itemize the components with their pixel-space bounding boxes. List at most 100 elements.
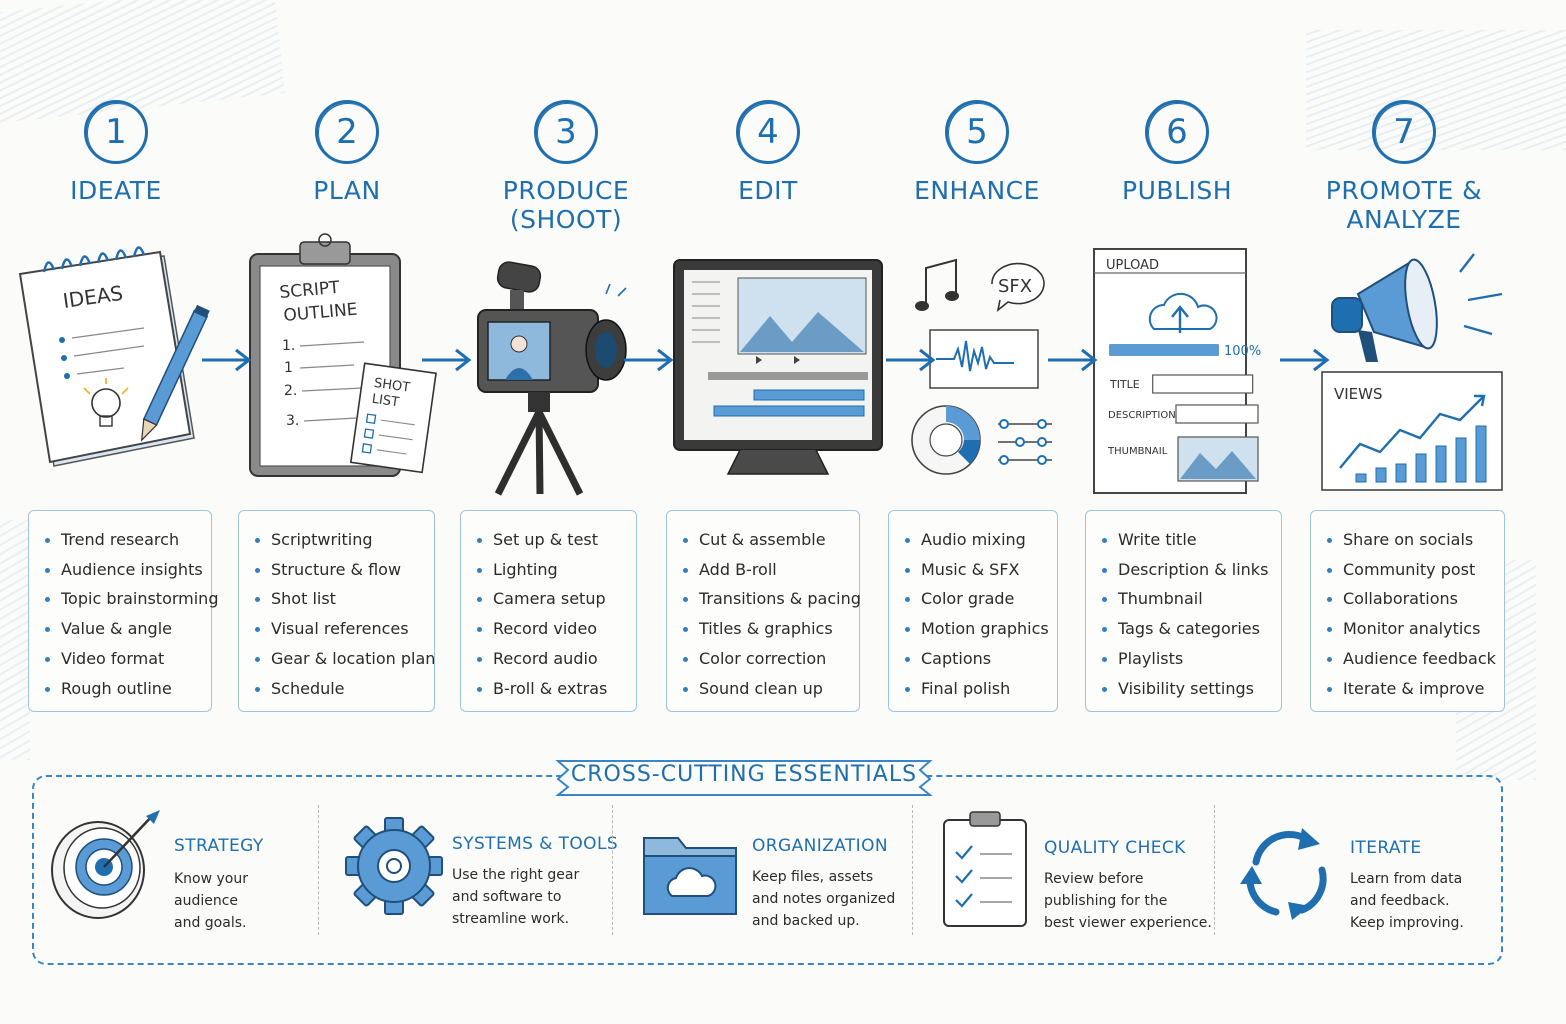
list-item: Captions xyxy=(903,644,1047,674)
essential-description: Use the right gear and software to strea… xyxy=(452,867,580,927)
essential-systems-tools: SYSTEMS & TOOLS Use the right gear and s… xyxy=(340,810,618,945)
list-item: Audience feedback xyxy=(1325,644,1496,674)
list-label: LIST xyxy=(371,392,400,411)
list-item: Structure & flow xyxy=(253,555,424,585)
essential-heading: SYSTEMS & TOOLS xyxy=(452,834,619,854)
list-item: B-roll & extras xyxy=(475,674,626,704)
step-5-header: 5 ENHANCE xyxy=(877,100,1077,205)
step-title: PROMOTE & ANALYZE xyxy=(1325,176,1483,234)
list-item: Audio mixing xyxy=(903,525,1047,555)
step-1-task-card: Trend research Audience insights Topic b… xyxy=(28,510,218,712)
step-title: PUBLISH xyxy=(1122,176,1232,205)
essential-description: Review before publishing for the best vi… xyxy=(1044,871,1212,931)
checklist-icon xyxy=(943,811,1027,927)
flow-arrow-icon xyxy=(886,348,936,372)
list-item: Cut & assemble xyxy=(681,525,849,555)
upload-progress-fill xyxy=(1110,345,1218,355)
essentials-divider xyxy=(318,805,319,935)
flow-arrow-icon xyxy=(422,348,472,372)
flow-arrow-icon xyxy=(202,348,252,372)
list-item: Record video xyxy=(475,614,626,644)
step-number-badge: 7 xyxy=(1372,100,1436,164)
list-item: Color grade xyxy=(903,584,1047,614)
flow-arrow-icon xyxy=(624,348,674,372)
step-number-badge: 6 xyxy=(1145,100,1209,164)
list-item: Playlists xyxy=(1100,644,1271,674)
essential-iterate: ITERATE Learn from data and feedback. Ke… xyxy=(1236,810,1486,945)
list-item: Share on socials xyxy=(1325,525,1494,555)
step-number-badge: 2 xyxy=(315,100,379,164)
list-item: Tags & categories xyxy=(1100,614,1271,644)
list-item: Motion graphics xyxy=(903,614,1049,644)
essential-heading: QUALITY CHECK xyxy=(1044,838,1186,858)
step-2-header: 2 PLAN xyxy=(247,100,447,205)
list-item: Community post xyxy=(1325,555,1494,585)
list-item: Add B-roll xyxy=(681,555,849,585)
outline-number: 1 xyxy=(284,360,293,376)
step-title: EDIT xyxy=(738,176,798,205)
step-4-header: 4 EDIT xyxy=(668,100,868,205)
essential-description: Learn from data and feedback. Keep impro… xyxy=(1350,871,1464,931)
essential-strategy: STRATEGY Know your audience and goals. xyxy=(46,810,316,945)
list-item: Audience insights xyxy=(43,555,203,585)
step-2-task-card: Scriptwriting Structure & flow Shot list… xyxy=(238,510,435,712)
list-item: Shot list xyxy=(253,584,424,614)
gear-icon xyxy=(345,817,443,915)
step-6-task-card: Write title Description & links Thumbnai… xyxy=(1085,510,1282,712)
step-1-header: 1 IDEATE xyxy=(16,100,216,205)
outline-number: 2. xyxy=(284,383,297,399)
outline-number: 1. xyxy=(282,338,295,354)
description-field-label: DESCRIPTION xyxy=(1108,410,1176,421)
essentials-divider xyxy=(912,805,913,935)
list-item: Visual references xyxy=(253,614,424,644)
title-field-label: TITLE xyxy=(1109,378,1140,391)
step-number-badge: 5 xyxy=(945,100,1009,164)
essentials-divider xyxy=(1214,805,1215,935)
list-item: Iterate & improve xyxy=(1325,674,1494,704)
list-item: Titles & graphics xyxy=(681,614,849,644)
target-icon xyxy=(51,810,160,919)
step-title: PRODUCE (SHOOT) xyxy=(502,176,630,234)
step-number-badge: 4 xyxy=(736,100,800,164)
upload-label: UPLOAD xyxy=(1106,258,1159,273)
step-7-task-card: Share on socials Community post Collabor… xyxy=(1310,510,1505,712)
megaphone-chart-icon: VIEWS xyxy=(1321,253,1503,491)
list-item: Lighting xyxy=(475,555,626,585)
editing-monitor-icon xyxy=(673,259,883,475)
essential-heading: ORGANIZATION xyxy=(752,836,888,856)
list-item: Transitions & pacing xyxy=(681,584,861,614)
list-item: Trend research xyxy=(43,525,201,555)
essential-description: Know your audience and goals. xyxy=(174,871,248,931)
clipboard-icon: SCRIPT OUTLINE 1. 1 2. 3. SHOT LIST xyxy=(249,233,437,477)
cloud-folder-icon xyxy=(643,837,737,915)
list-item: Gear & location plan xyxy=(253,644,435,674)
list-item: Camera setup xyxy=(475,584,626,614)
list-item: Topic brainstorming xyxy=(43,584,218,614)
sfx-label: SFX xyxy=(998,276,1032,297)
step-5-task-card: Audio mixing Music & SFX Color grade Mot… xyxy=(888,510,1058,712)
step-title: PLAN xyxy=(313,176,381,205)
essentials-divider xyxy=(612,805,613,935)
shot-label: SHOT xyxy=(373,376,411,396)
list-item: Scriptwriting xyxy=(253,525,424,555)
list-item: Rough outline xyxy=(43,674,201,704)
list-item: Final polish xyxy=(903,674,1047,704)
essential-description: Keep files, assets and notes organized a… xyxy=(752,869,896,929)
cycle-arrows-icon xyxy=(1240,828,1327,920)
essential-organization: ORGANIZATION Keep files, assets and note… xyxy=(636,810,906,945)
list-item: Video format xyxy=(43,644,201,674)
list-item: Schedule xyxy=(253,674,424,704)
camera-tripod-icon xyxy=(477,261,627,496)
list-item: Value & angle xyxy=(43,614,201,644)
list-item: Collaborations xyxy=(1325,584,1494,614)
audio-color-icon: SFX xyxy=(911,258,1052,475)
thumbnail-field-label: THUMBNAIL xyxy=(1107,446,1168,457)
step-6-header: 6 PUBLISH xyxy=(1077,100,1277,205)
step-title: ENHANCE xyxy=(914,176,1040,205)
upload-form-icon: UPLOAD 100% TITLE DESCRIPTION THUMBNAIL xyxy=(1093,248,1261,494)
step-4-task-card: Cut & assemble Add B-roll Transitions & … xyxy=(666,510,861,712)
list-item: Thumbnail xyxy=(1100,584,1271,614)
outline-number: 3. xyxy=(286,413,299,429)
list-item: Monitor analytics xyxy=(1325,614,1494,644)
list-item: Music & SFX xyxy=(903,555,1047,585)
